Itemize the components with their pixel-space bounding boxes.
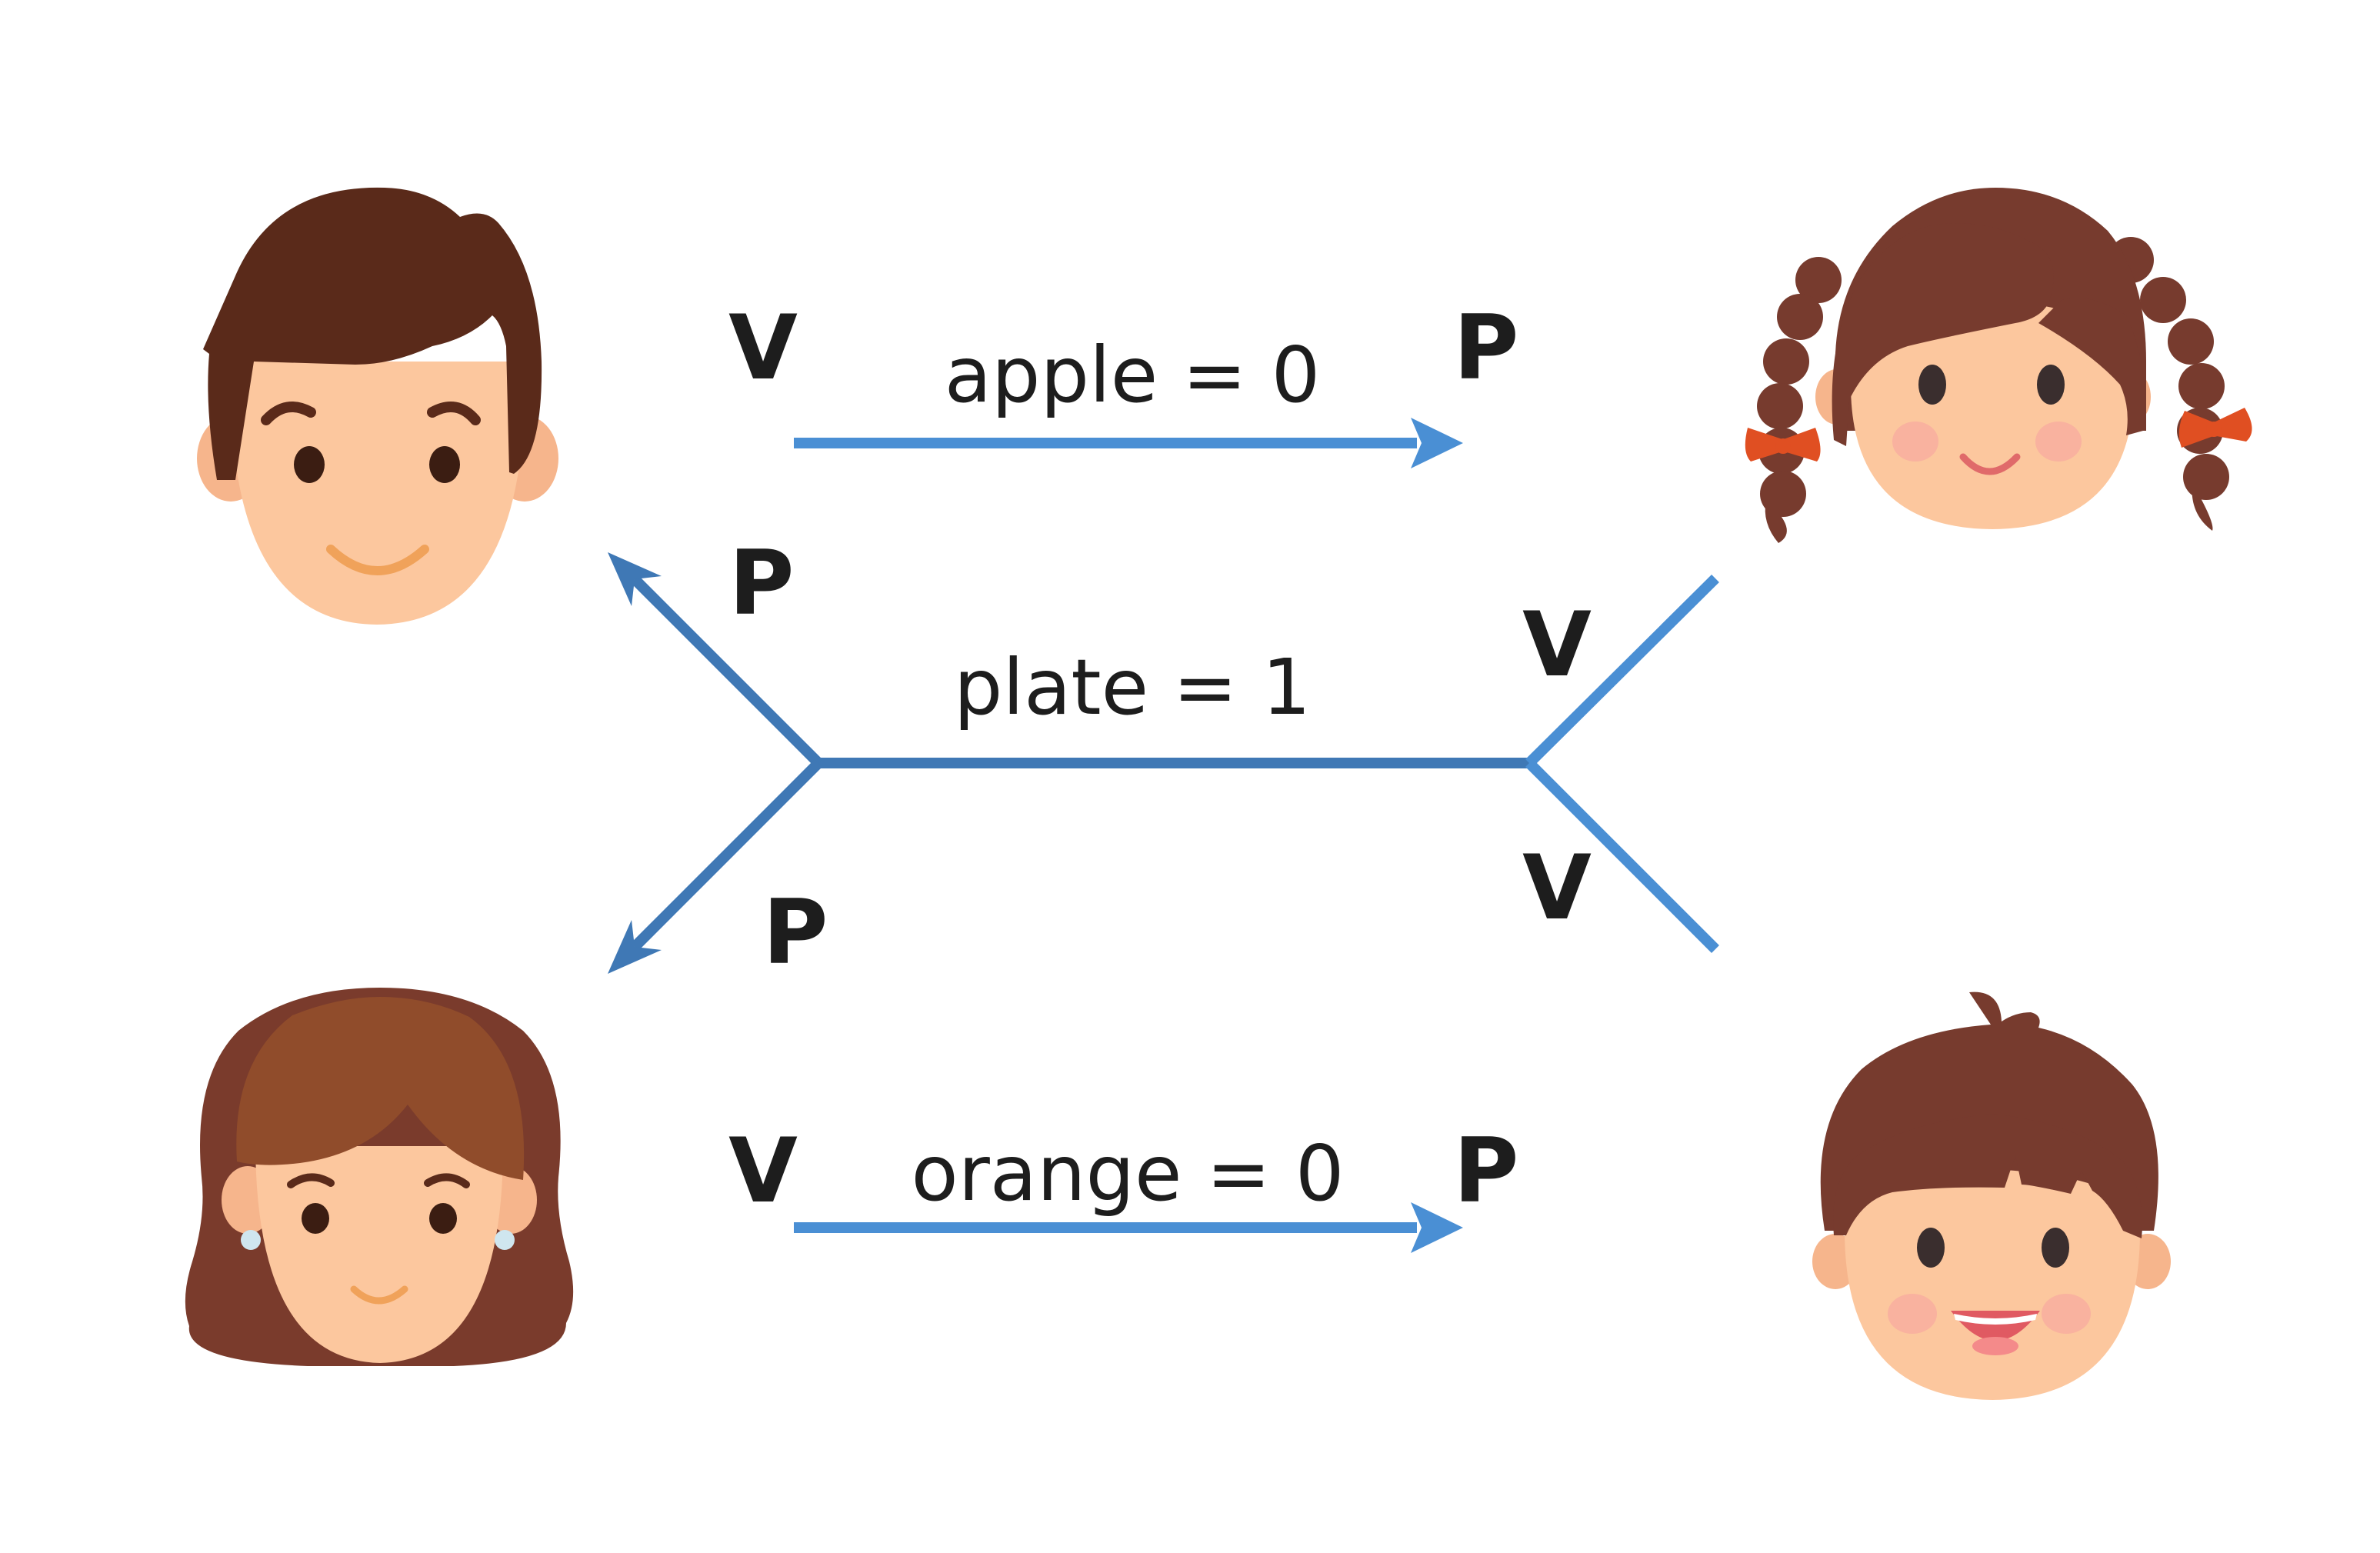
apple-label: apple = 0 xyxy=(945,330,1321,420)
orange-arrow xyxy=(794,1202,1463,1253)
orange-source-role: V xyxy=(728,1119,798,1223)
plate-arrowhead-upper xyxy=(608,552,662,606)
plate-target-role-bottom: P xyxy=(762,881,828,985)
plate-branch-upper-left xyxy=(631,575,822,767)
plate-label: plate = 1 xyxy=(954,642,1311,732)
plate-branch-lower-left xyxy=(631,759,822,951)
orange-target-role: P xyxy=(1453,1119,1518,1223)
plate-arrowhead-lower xyxy=(608,920,662,974)
orange-label: orange = 0 xyxy=(912,1128,1345,1218)
plate-branch-upper-right xyxy=(1525,575,1719,767)
plate-broadcast-arrows xyxy=(608,552,1719,974)
plate-branch-lower-right xyxy=(1525,759,1719,953)
man-face-icon xyxy=(197,187,558,625)
plate-source-role-top: V xyxy=(1522,593,1592,697)
woman-face-icon xyxy=(185,988,574,1366)
apple-source-role: V xyxy=(728,296,798,400)
apple-arrow xyxy=(794,418,1463,468)
apple-target-role: P xyxy=(1453,296,1518,400)
plate-source-role-bottom: V xyxy=(1522,836,1592,940)
girl-pigtails-face-icon xyxy=(1745,188,2252,543)
boy-face-icon xyxy=(1812,991,2171,1400)
plate-target-role-top: P xyxy=(728,532,794,635)
